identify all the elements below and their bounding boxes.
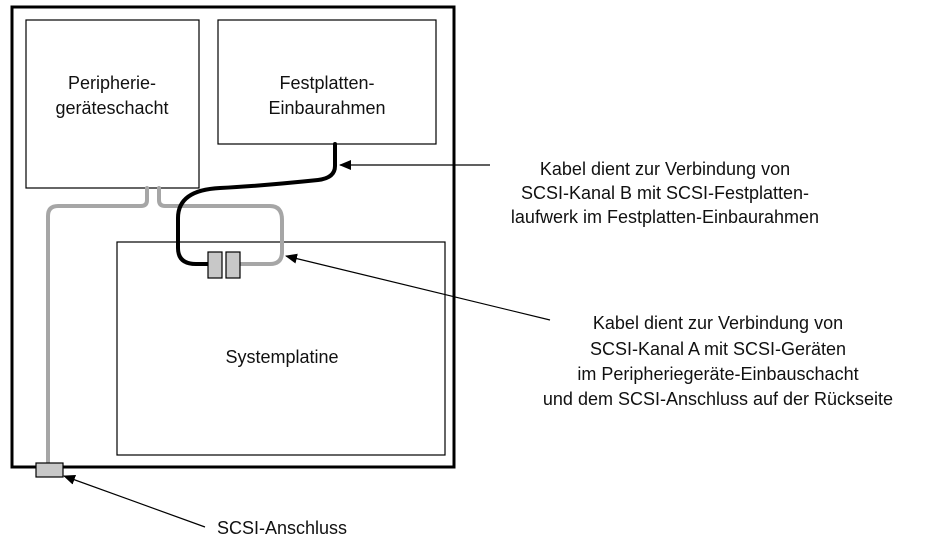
- scsi-channel-a-connector: [225, 251, 241, 279]
- peripheral-bay-label-line1: Peripherie-: [68, 73, 156, 93]
- channel-b-callout-line2: SCSI-Kanal B mit SCSI-Festplatten-: [521, 183, 809, 203]
- drive-cage-label-line2: Einbaurahmen: [268, 98, 385, 118]
- scsi-port-connector: [35, 462, 64, 478]
- channel-a-callout-arrow: [285, 253, 551, 321]
- system-board-label: Systemplatine: [225, 347, 338, 367]
- channel-a-callout-line1: Kabel dient zur Verbindung von: [593, 313, 843, 333]
- peripheral-bay-label-line2: geräteschacht: [55, 98, 168, 118]
- channel-b-callout-line1: Kabel dient zur Verbindung von: [540, 159, 790, 179]
- channel-b-callout-line3: laufwerk im Festplatten-Einbaurahmen: [511, 207, 819, 227]
- scsi-channel-a-cable: [46, 186, 284, 465]
- scsi-port-callout-arrow: [63, 475, 206, 528]
- drive-cage-box: [217, 19, 437, 145]
- channel-a-callout-line2: SCSI-Kanal A mit SCSI-Geräten: [590, 339, 846, 359]
- system-board-box: [116, 241, 446, 456]
- scsi-channel-b-connector: [207, 251, 223, 279]
- channel-a-callout-line3: im Peripheriegeräte-Einbauschacht: [577, 364, 858, 384]
- drive-cage-label-line1: Festplatten-: [279, 73, 374, 93]
- channel-a-callout-line4: und dem SCSI-Anschluss auf der Rückseite: [543, 389, 893, 409]
- scsi-channel-b-cable: [176, 142, 337, 266]
- peripheral-bay-box: [25, 19, 200, 189]
- scsi-port-label: SCSI-Anschluss: [217, 518, 347, 538]
